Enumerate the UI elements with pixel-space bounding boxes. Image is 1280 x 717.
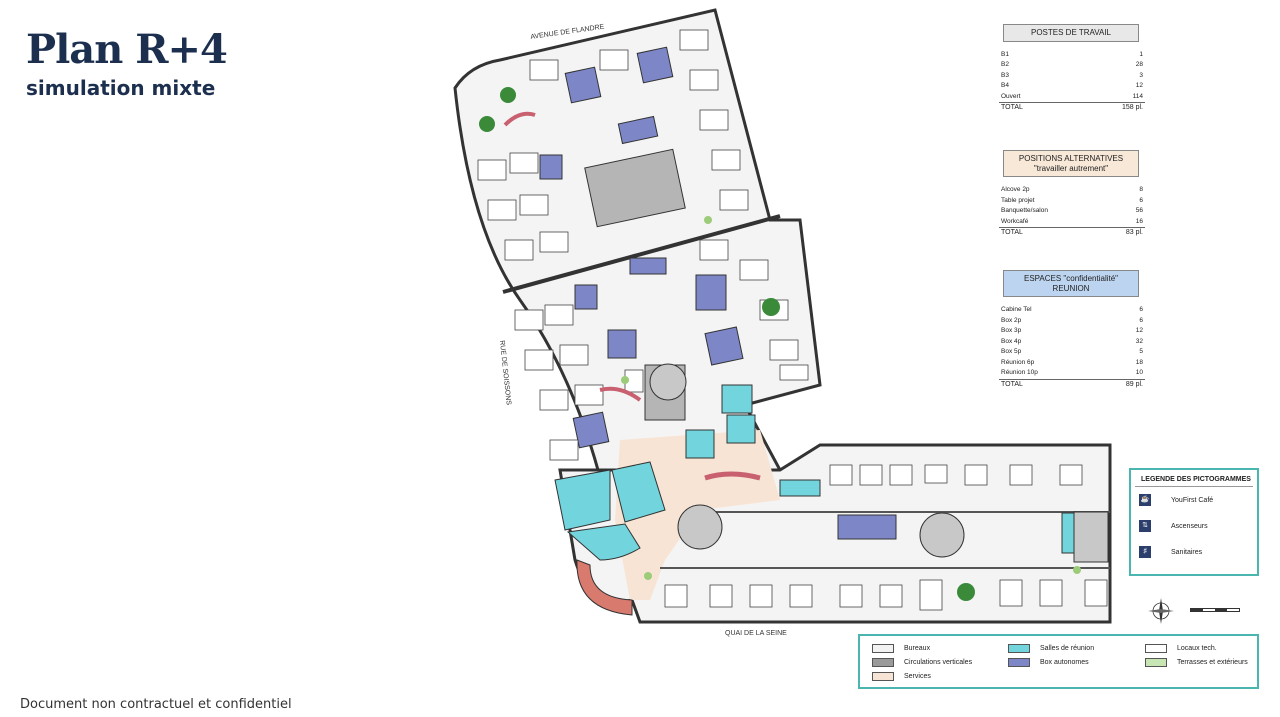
legend-swatch xyxy=(1145,658,1167,667)
legend-swatch xyxy=(872,672,894,681)
table-alternatives: POSITIONS ALTERNATIVES "travailler autre… xyxy=(999,150,1145,238)
compass-icon xyxy=(1148,598,1174,624)
pictogram-legend: LEGENDE DES PICTOGRAMMES ☕ YouFirst Café… xyxy=(1129,468,1259,576)
legend-item: Locaux tech. xyxy=(1145,644,1217,653)
plants xyxy=(479,87,1081,601)
legend-item: Salles de réunion xyxy=(1008,644,1094,653)
box-1 xyxy=(564,66,602,104)
box-11 xyxy=(617,115,659,145)
color-legend: Bureaux Circulations verticales Services… xyxy=(858,634,1259,689)
spiral-stair-2 xyxy=(919,512,965,558)
table-espaces-title: ESPACES "confidentialité" REUNION xyxy=(1003,270,1139,298)
box-2 xyxy=(636,46,674,84)
table-postes-title: POSTES DE TRAVAIL xyxy=(1003,24,1139,42)
scale-bar xyxy=(1190,606,1240,612)
legend-swatch xyxy=(1008,658,1030,667)
wall-divider-1 xyxy=(502,214,781,294)
pictogram-row: ⇅ Ascenseurs xyxy=(1131,513,1257,539)
meeting-room-3 xyxy=(566,523,641,561)
meeting-room-8 xyxy=(1061,512,1075,554)
legend-swatch xyxy=(1145,644,1167,653)
desk-clusters xyxy=(477,29,1108,611)
pictogram-row: ♯ Sanitaires xyxy=(1131,539,1257,565)
box-4 xyxy=(574,284,598,310)
box-9 xyxy=(837,514,897,540)
legend-item: Bureaux xyxy=(872,644,930,653)
legend-item: Terrasses et extérieurs xyxy=(1145,658,1248,667)
meeting-room-1 xyxy=(554,469,611,531)
table-espaces: ESPACES "confidentialité" REUNION Cabine… xyxy=(999,270,1145,389)
meeting-room-2 xyxy=(611,461,666,523)
legend-swatch xyxy=(872,658,894,667)
table-alternatives-title: POSITIONS ALTERNATIVES "travailler autre… xyxy=(1003,150,1139,178)
elevator-icon: ⇅ xyxy=(1139,520,1151,532)
pictogram-legend-title: LEGENDE DES PICTOGRAMMES xyxy=(1135,470,1253,487)
terrace-arc xyxy=(576,559,633,616)
legend-swatch xyxy=(872,644,894,653)
bench-3 xyxy=(503,111,536,127)
street-label-south: QUAI DE LA SEINE xyxy=(725,630,787,637)
spiral-stair-3 xyxy=(649,363,687,401)
toilets-icon: ♯ xyxy=(1139,546,1151,558)
spiral-stair-1 xyxy=(677,504,723,550)
box-6 xyxy=(607,329,637,359)
box-3 xyxy=(539,154,563,180)
box-8 xyxy=(572,411,610,449)
scale-bar-graphic xyxy=(1190,608,1240,612)
workcafe-bench xyxy=(704,471,761,481)
legend-item: Box autonomes xyxy=(1008,658,1089,667)
cafe-icon: ☕ xyxy=(1139,494,1151,506)
meeting-room-7 xyxy=(779,479,821,497)
legend-swatch xyxy=(1008,644,1030,653)
meeting-room-4 xyxy=(721,384,753,414)
legend-item: Services xyxy=(872,672,931,681)
stair-core-1 xyxy=(584,148,686,228)
bench-2 xyxy=(599,386,642,402)
stair-core-3 xyxy=(1073,511,1109,563)
box-10 xyxy=(629,257,667,275)
page-subtitle: simulation mixte xyxy=(26,76,216,100)
meeting-room-5 xyxy=(726,414,756,444)
page-title: Plan R+4 xyxy=(26,26,228,73)
legend-item: Circulations verticales xyxy=(872,658,972,667)
box-7 xyxy=(704,326,744,366)
pictogram-row: ☕ YouFirst Café xyxy=(1131,487,1257,513)
box-5 xyxy=(695,274,727,311)
footer-disclaimer: Document non contractuel et confidentiel xyxy=(20,697,292,712)
meeting-room-6 xyxy=(685,429,715,459)
